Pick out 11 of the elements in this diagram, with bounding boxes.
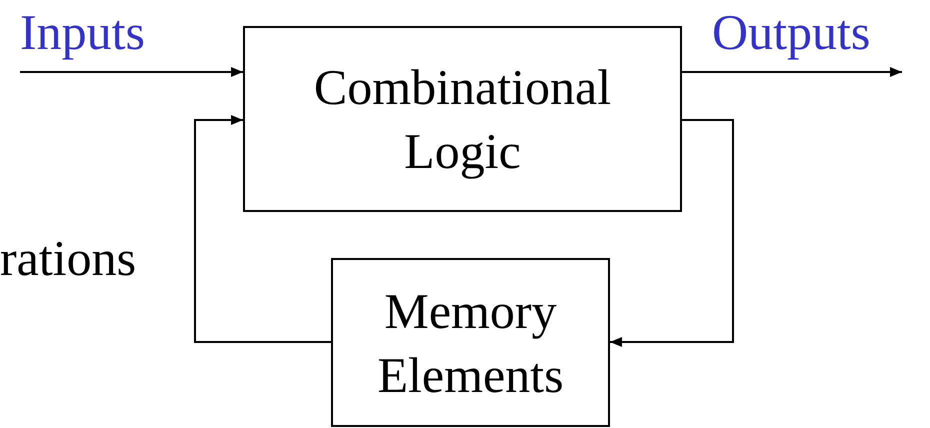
input-label: Inputs xyxy=(20,4,145,60)
process-box xyxy=(331,258,610,427)
arrow xyxy=(682,67,902,77)
box-label: Combinational Logic xyxy=(312,58,612,181)
text-fragment: rations xyxy=(0,230,136,286)
arrow xyxy=(610,119,734,347)
box-label: Memory Elements xyxy=(376,282,565,404)
process-box xyxy=(243,26,682,212)
arrow xyxy=(194,115,331,343)
arrow xyxy=(20,67,243,77)
output-label: Outputs xyxy=(712,4,870,60)
